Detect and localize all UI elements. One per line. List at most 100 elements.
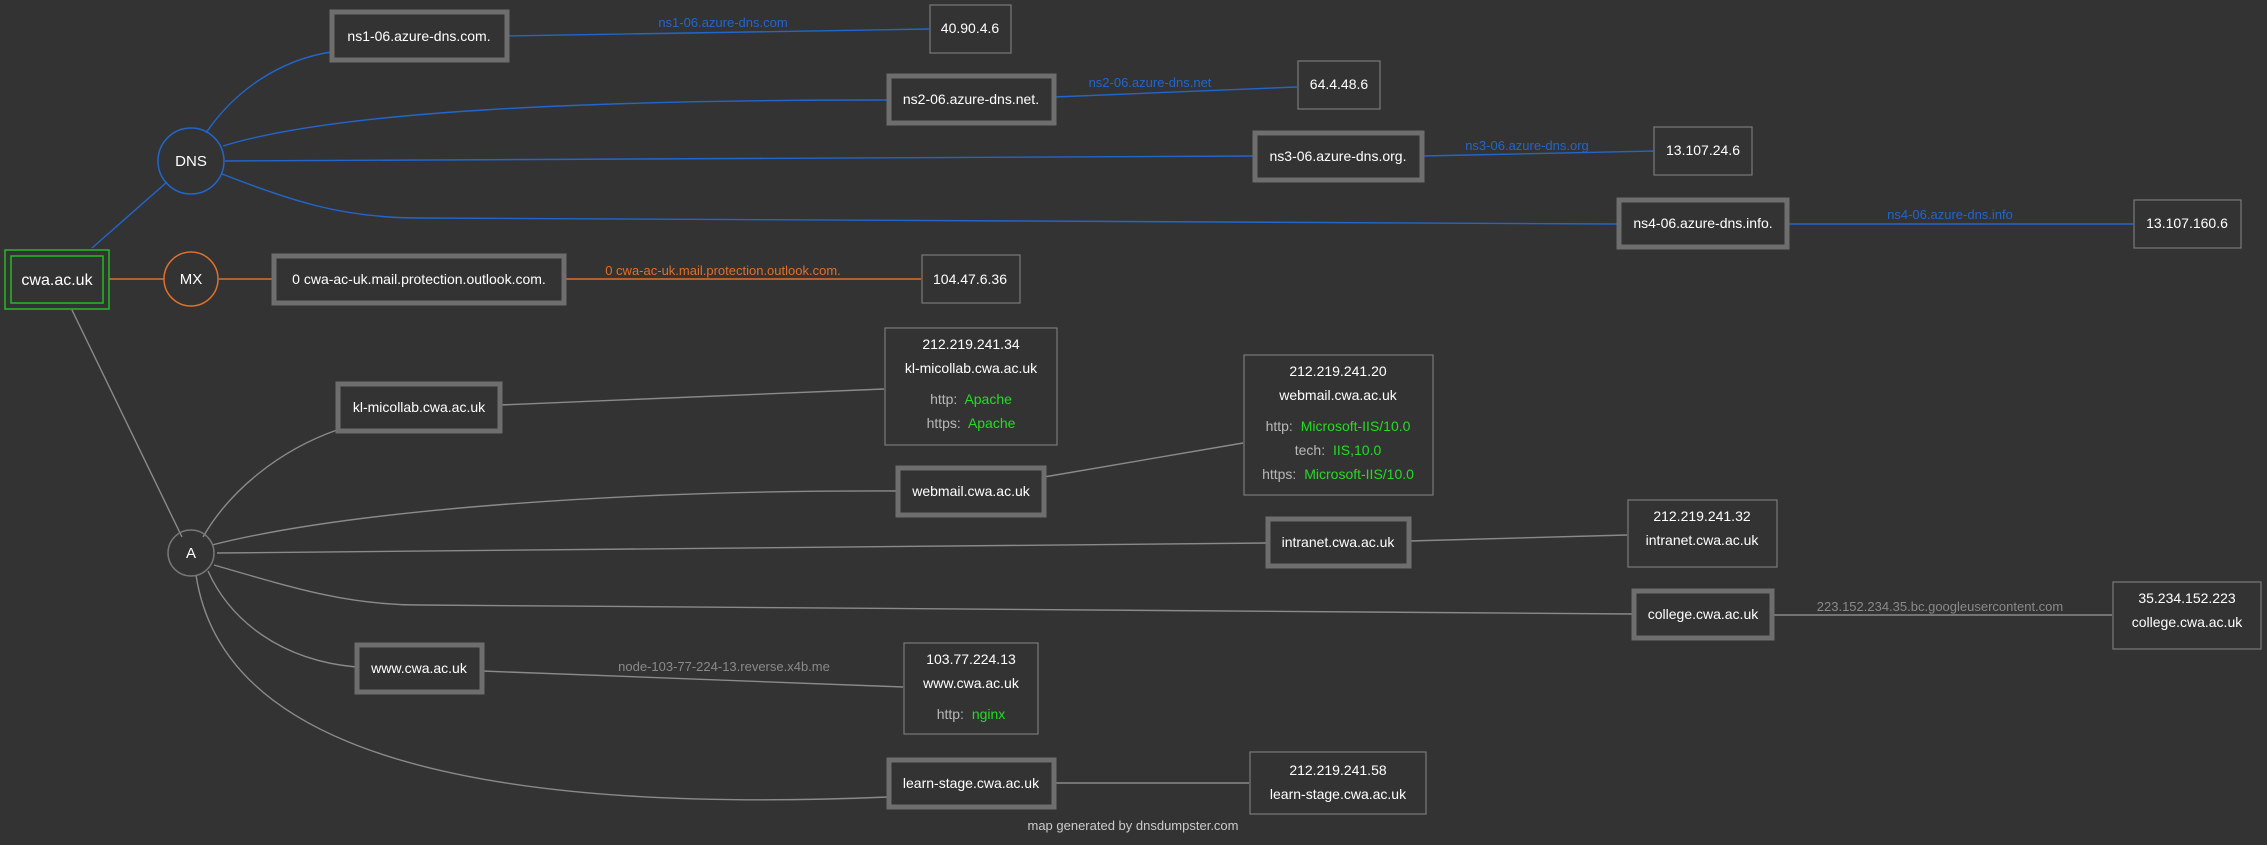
a-host-label: webmail.cwa.ac.uk: [911, 483, 1030, 499]
a-host-label: learn-stage.cwa.ac.uk: [903, 775, 1040, 791]
edge-label-ns3: ns3-06.azure-dns.org: [1465, 138, 1589, 153]
banner-value: Apache: [964, 391, 1012, 407]
dns-host-node[interactable]: ns2-06.azure-dns.net.: [886, 73, 1057, 126]
banner-line: http: Apache: [930, 391, 1012, 407]
banner-value: Microsoft-IIS/10.0: [1304, 466, 1414, 482]
banner-key: https:: [927, 415, 961, 431]
info-hostname: learn-stage.cwa.ac.uk: [1270, 786, 1407, 802]
root-node[interactable]: cwa.ac.uk: [4, 249, 110, 310]
banner-value: Microsoft-IIS/10.0: [1301, 418, 1411, 434]
a-info-box[interactable]: 212.219.241.58 learn-stage.cwa.ac.uk: [1249, 751, 1427, 815]
banner-line: https: Microsoft-IIS/10.0: [1262, 466, 1414, 482]
dns-ip-node[interactable]: 13.107.160.6: [2133, 199, 2242, 249]
edge-webmail-info: [1043, 442, 1244, 478]
dns-type-node[interactable]: DNS: [157, 127, 225, 195]
mx-host-label: 0 cwa-ac-uk.mail.protection.outlook.com.: [292, 271, 546, 287]
dns-ip-label: 64.4.48.6: [1310, 76, 1369, 92]
a-info-box[interactable]: 212.219.241.20 webmail.cwa.ac.uk http: M…: [1243, 354, 1434, 496]
banner-value: nginx: [972, 706, 1005, 722]
edge-a-webmail: [211, 490, 898, 546]
mx-ip-label: 104.47.6.36: [933, 271, 1007, 287]
edge-label-mx: 0 cwa-ac-uk.mail.protection.outlook.com.: [605, 263, 841, 278]
edge-a-intranet: [216, 542, 1268, 554]
info-hostname: college.cwa.ac.uk: [2132, 614, 2244, 630]
edge-dns-ns4: [221, 173, 1619, 225]
edge-label-ns4: ns4-06.azure-dns.info: [1887, 207, 2013, 222]
edge-a-learn-stage: [195, 574, 889, 801]
mx-type-label: MX: [180, 271, 203, 288]
edge-a-college: [213, 564, 1634, 615]
a-host-label: kl-micollab.cwa.ac.uk: [353, 399, 486, 415]
banner-line: tech: IIS,10.0: [1295, 442, 1382, 458]
dns-ip-label: 13.107.160.6: [2146, 215, 2228, 231]
edge-ns1-ip: [506, 28, 930, 37]
dns-ip-label: 40.90.4.6: [941, 20, 1000, 36]
a-host-node[interactable]: www.cwa.ac.uk: [354, 642, 485, 695]
edge-ns2-ip: [1053, 86, 1298, 98]
info-ip: 35.234.152.223: [2138, 590, 2236, 606]
a-host-label: www.cwa.ac.uk: [370, 660, 468, 676]
edge-label-ns2: ns2-06.azure-dns.net: [1089, 75, 1212, 90]
info-ip: 212.219.241.20: [1289, 363, 1387, 379]
info-hostname: webmail.cwa.ac.uk: [1278, 387, 1397, 403]
edge-kl-micollab-info: [499, 388, 885, 406]
dns-ip-label: 13.107.24.6: [1666, 142, 1740, 158]
info-ip: 212.219.241.58: [1289, 762, 1387, 778]
edge-www-info: [481, 670, 904, 688]
banner-value: IIS,10.0: [1333, 442, 1381, 458]
a-info-box[interactable]: 35.234.152.223 college.cwa.ac.uk: [2112, 581, 2262, 650]
edge-dns-ns3: [224, 155, 1255, 162]
dns-host-node[interactable]: ns1-06.azure-dns.com.: [329, 9, 510, 63]
banner-key: http:: [1266, 418, 1293, 434]
a-host-node[interactable]: college.cwa.ac.uk: [1631, 588, 1775, 641]
a-host-node[interactable]: webmail.cwa.ac.uk: [895, 465, 1047, 518]
info-ip: 212.219.241.34: [922, 336, 1020, 352]
mx-ip-node[interactable]: 104.47.6.36: [921, 254, 1021, 304]
a-info-box[interactable]: 103.77.224.13 www.cwa.ac.uk http: nginx: [903, 642, 1039, 735]
banner-value: Apache: [968, 415, 1016, 431]
edge-a-kl-micollab: [202, 429, 338, 538]
banner-line: http: Microsoft-IIS/10.0: [1266, 418, 1411, 434]
a-host-node[interactable]: intranet.cwa.ac.uk: [1265, 516, 1412, 569]
mx-host-node[interactable]: 0 cwa-ac-uk.mail.protection.outlook.com.: [271, 253, 567, 306]
a-host-label: college.cwa.ac.uk: [1648, 606, 1760, 622]
banner-key: tech:: [1295, 442, 1325, 458]
a-info-box[interactable]: 212.219.241.34 kl-micollab.cwa.ac.uk htt…: [884, 327, 1058, 446]
root-label: cwa.ac.uk: [21, 272, 93, 289]
a-host-node[interactable]: learn-stage.cwa.ac.uk: [886, 757, 1057, 810]
dns-type-label: DNS: [175, 153, 207, 170]
edge-intranet-info: [1408, 534, 1628, 542]
banner-key: http:: [937, 706, 964, 722]
dns-ip-node[interactable]: 64.4.48.6: [1297, 60, 1381, 110]
info-hostname: intranet.cwa.ac.uk: [1646, 532, 1760, 548]
banner-line: http: nginx: [937, 706, 1006, 722]
edge-root-a: [71, 309, 183, 538]
a-host-node[interactable]: kl-micollab.cwa.ac.uk: [335, 381, 503, 434]
dns-host-label: ns1-06.azure-dns.com.: [347, 28, 490, 44]
edge-dns-ns1: [205, 51, 332, 134]
dns-ip-node[interactable]: 40.90.4.6: [929, 4, 1012, 54]
info-hostname: kl-micollab.cwa.ac.uk: [905, 360, 1038, 376]
dns-host-label: ns4-06.azure-dns.info.: [1633, 215, 1772, 231]
a-type-label: A: [186, 545, 196, 562]
edge-label-college: 223.152.234.35.bc.googleusercontent.com: [1817, 599, 2063, 614]
banner-key: https:: [1262, 466, 1296, 482]
info-hostname: www.cwa.ac.uk: [922, 675, 1020, 691]
info-ip: 212.219.241.32: [1653, 508, 1751, 524]
edge-ns3-ip: [1421, 150, 1654, 157]
a-host-label: intranet.cwa.ac.uk: [1282, 534, 1396, 550]
a-info-box[interactable]: 212.219.241.32 intranet.cwa.ac.uk: [1627, 499, 1778, 568]
a-type-node[interactable]: A: [167, 529, 215, 577]
dns-ip-node[interactable]: 13.107.24.6: [1653, 126, 1753, 176]
edge-label-ns1: ns1-06.azure-dns.com: [658, 15, 787, 30]
edge-root-dns: [91, 181, 168, 249]
edge-a-www: [207, 570, 357, 668]
dns-host-node[interactable]: ns3-06.azure-dns.org.: [1252, 130, 1425, 183]
dns-host-node[interactable]: ns4-06.azure-dns.info.: [1616, 197, 1790, 250]
banner-line: https: Apache: [927, 415, 1016, 431]
dns-host-label: ns3-06.azure-dns.org.: [1270, 148, 1407, 164]
edge-label-www: node-103-77-224-13.reverse.x4b.me: [618, 659, 830, 674]
mx-type-node[interactable]: MX: [163, 251, 219, 307]
